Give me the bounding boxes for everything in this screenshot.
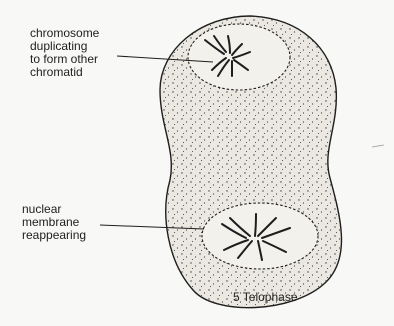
label-nuclear-membrane: nuclear membrane reappearing	[22, 203, 86, 242]
nucleus-bottom	[202, 203, 318, 269]
label-line: chromatid	[30, 66, 99, 79]
label-chromosome-duplicating: chromosome duplicating to form other chr…	[30, 27, 99, 79]
figure-caption: 5 Telophase	[233, 290, 298, 304]
label-line: reappearing	[22, 229, 86, 242]
scan-mark	[372, 145, 384, 147]
